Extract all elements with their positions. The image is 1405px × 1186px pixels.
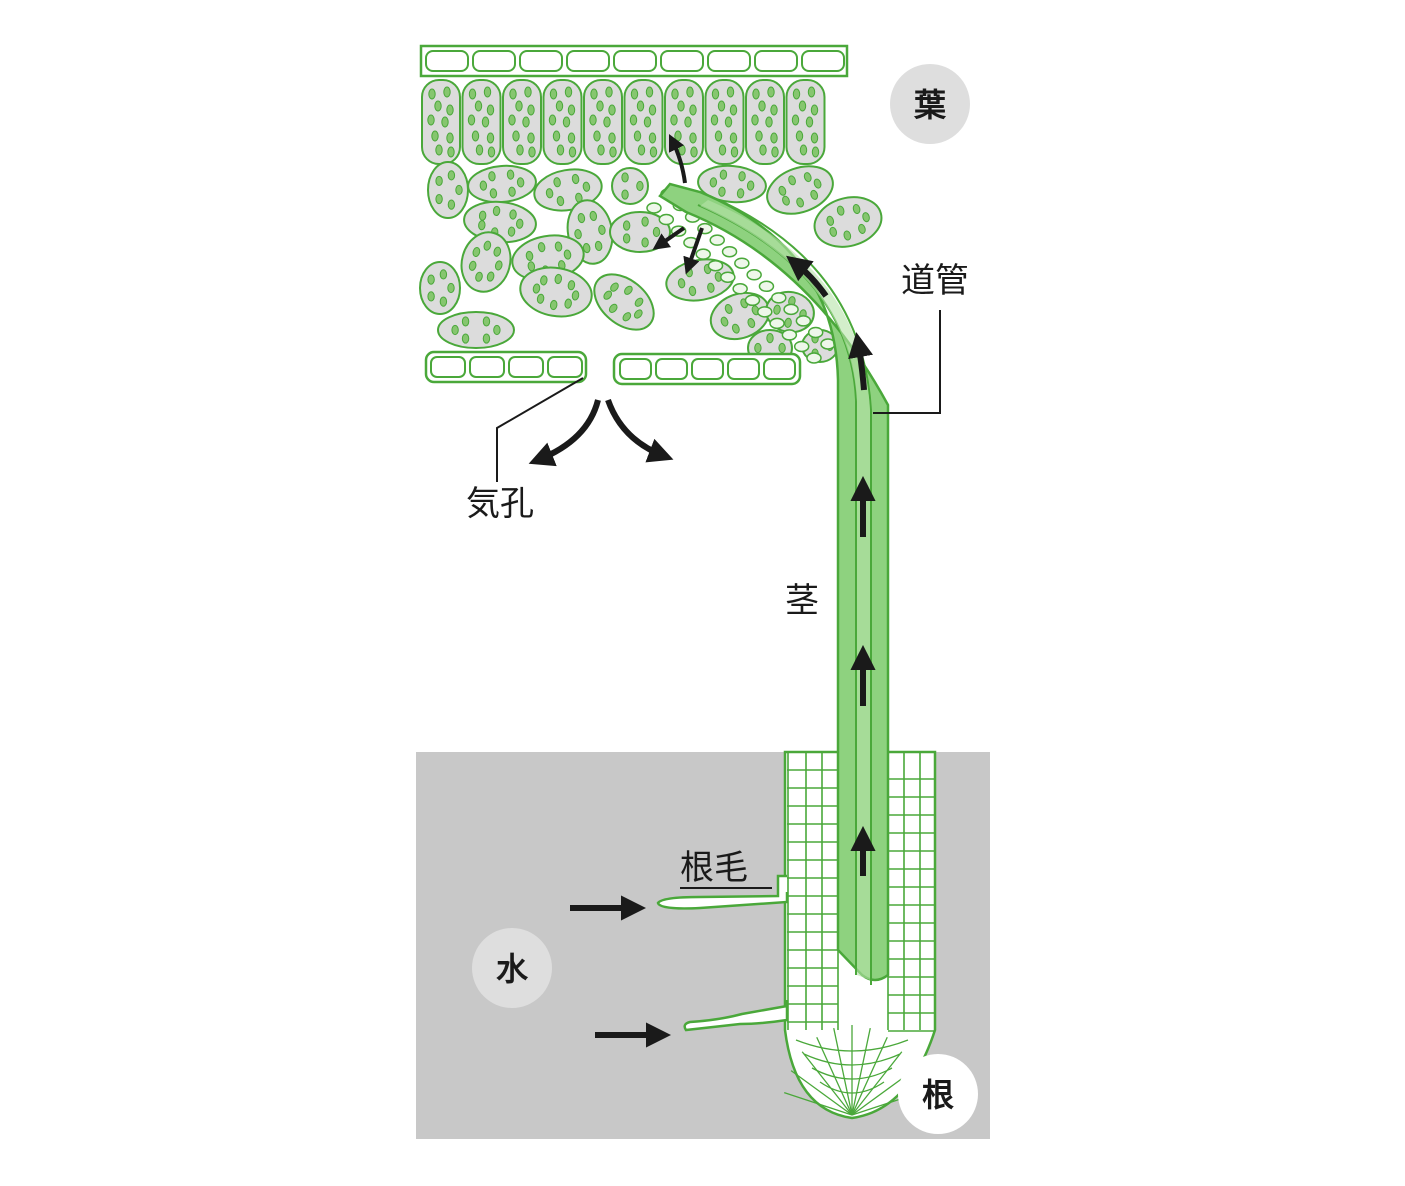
bundle-cell — [746, 269, 762, 281]
palisade-cell — [542, 79, 583, 165]
bundle-cell — [783, 303, 799, 316]
stoma-leader-line — [496, 377, 584, 482]
lower-epidermis — [424, 350, 802, 386]
leaf-cross-section — [419, 44, 883, 386]
spongy-cell — [427, 161, 469, 219]
palisade-cell — [704, 79, 745, 165]
epidermis-cell — [469, 356, 505, 378]
root-hair-label: 根毛 — [680, 848, 748, 888]
root-label: 根 — [922, 1076, 954, 1114]
epidermis-cell — [508, 356, 544, 378]
upper-epidermis — [419, 44, 849, 78]
epidermis-cell — [472, 50, 516, 72]
epidermis-cell — [547, 356, 583, 378]
leaf-arrow-down — [683, 227, 704, 275]
bundle-cell — [806, 352, 822, 364]
palisade-layer — [421, 79, 826, 165]
bundle-cell — [707, 259, 724, 272]
bundle-cell — [709, 234, 725, 246]
spongy-cell — [463, 200, 537, 244]
spongy-layer — [419, 161, 883, 367]
stoma-arrow-right — [605, 398, 674, 463]
root-badge — [898, 1054, 978, 1134]
stem-arrow-4 — [848, 332, 874, 391]
bundle-cell — [720, 271, 736, 283]
spongy-cell — [611, 167, 649, 205]
spongy-cell — [519, 266, 593, 318]
epidermis-cell — [430, 356, 466, 378]
bundle-cell — [646, 202, 662, 214]
epidermis-cell — [801, 50, 845, 72]
spongy-cell — [437, 311, 515, 349]
water-label: 水 — [496, 950, 529, 988]
epidermis-cell — [691, 358, 724, 380]
spongy-cell — [467, 164, 537, 204]
epidermis-cell — [707, 50, 751, 72]
epidermis-cell — [754, 50, 798, 72]
spongy-cell — [766, 165, 834, 215]
bundle-cell — [757, 306, 773, 318]
bundle-cell — [734, 257, 750, 269]
stem-label: 茎 — [785, 581, 819, 621]
bundle-cell — [744, 294, 761, 307]
spongy-cell — [593, 273, 655, 331]
spongy-cell — [813, 196, 883, 248]
bundle-cell — [807, 326, 824, 339]
bundle-cell — [771, 292, 787, 304]
bundle-cell — [732, 283, 748, 295]
bundle-cell — [795, 315, 812, 327]
flow-arrows — [528, 133, 876, 1048]
water-badge — [472, 928, 552, 1008]
root-hair-upper — [656, 874, 789, 910]
palisade-cell — [785, 79, 826, 165]
leaf-arrow-left — [652, 226, 686, 250]
leaf-arrow-up — [668, 133, 687, 184]
bundle-cell — [769, 317, 785, 330]
spongy-cell — [419, 261, 461, 315]
leaf-badge — [890, 64, 970, 144]
epidermis-cell — [619, 358, 652, 380]
stoma-label: 気孔 — [466, 484, 534, 524]
palisade-cell — [502, 79, 542, 165]
palisade-cell — [421, 79, 461, 165]
palisade-cell — [745, 79, 785, 165]
bundle-cell — [781, 329, 798, 341]
palisade-cell — [583, 79, 623, 165]
palisade-cell — [623, 79, 664, 165]
epidermis-cell — [519, 50, 563, 72]
spongy-cell — [697, 164, 767, 204]
root-hair-lower — [683, 1000, 789, 1032]
stoma-arrow-left — [528, 399, 601, 467]
root-cells — [783, 752, 934, 1116]
spongy-cell — [460, 231, 512, 293]
epidermis-band — [424, 350, 588, 384]
palisade-cell — [664, 79, 704, 165]
vessel-leader-line — [873, 310, 941, 414]
stem-arrow-5 — [786, 255, 829, 298]
bundle-cell — [721, 245, 738, 258]
epidermis-cell — [763, 358, 796, 380]
palisade-cell — [461, 79, 502, 165]
bundle-cell — [793, 340, 810, 353]
epidermis-cell — [425, 50, 469, 72]
epidermis-cell — [655, 358, 688, 380]
leaf-label: 葉 — [913, 86, 947, 124]
epidermis-cell — [727, 358, 760, 380]
bundle-cell — [695, 248, 711, 260]
epidermis-cell — [613, 50, 657, 72]
bundle-cell — [658, 213, 675, 226]
bundle-cell — [758, 280, 775, 293]
epidermis-cell — [566, 50, 610, 72]
vessel-inner-line-2 — [709, 195, 872, 985]
vessel-label: 道管 — [901, 261, 969, 301]
epidermis-cell — [660, 50, 704, 72]
